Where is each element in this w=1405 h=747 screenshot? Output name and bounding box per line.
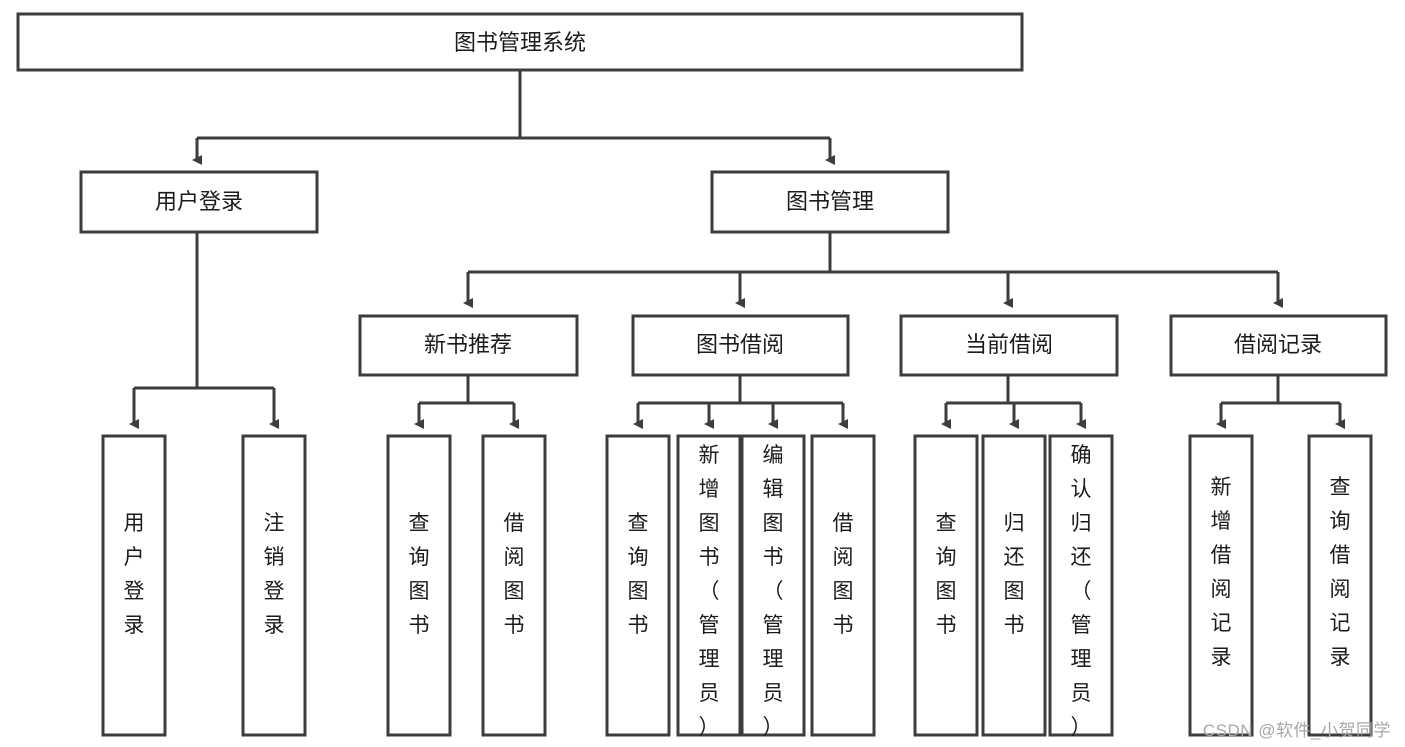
leaf-borrow-book-2-label: 借阅图书 — [833, 512, 854, 637]
node-book-borrow-label: 图书借阅 — [696, 332, 784, 357]
connector-group-new-book-recommend — [414, 375, 519, 429]
leaf-node[interactable]: 查询图书 — [386, 434, 452, 737]
leaf-node[interactable]: 借阅图书 — [810, 434, 876, 737]
node-borrow-record[interactable]: 借阅记录 — [1169, 314, 1388, 377]
leaf-query-book-3-box[interactable] — [913, 434, 979, 737]
leaf-query-book-2-label: 查询图书 — [628, 512, 649, 637]
leaf-borrow-book-1-label: 借阅图书 — [504, 512, 525, 637]
node-new-book-recommend-box[interactable] — [358, 314, 579, 377]
leaf-logout-label: 注销登录 — [264, 512, 285, 637]
node-current-borrow-label: 当前借阅 — [965, 332, 1053, 357]
watermark: CSDN @软件_小贺同学 — [1202, 721, 1391, 740]
node-current-borrow-box[interactable] — [899, 314, 1119, 377]
leaf-node[interactable]: 编辑图书（管理员） — [740, 434, 806, 739]
leaf-node[interactable]: 借阅图书 — [481, 434, 547, 737]
leaf-return-book-label: 归还图书 — [1004, 512, 1025, 637]
node-current-borrow[interactable]: 当前借阅 — [899, 314, 1119, 377]
leaf-borrow-book-2-box[interactable] — [810, 434, 876, 737]
connector-group-book-borrow — [633, 375, 848, 429]
node-root-box[interactable] — [16, 12, 1024, 72]
leaf-confirm-return-box[interactable] — [1048, 434, 1114, 737]
leaf-node[interactable]: 注销登录 — [241, 434, 307, 737]
leaf-user-login-label: 用户登录 — [124, 512, 145, 637]
leaf-query-book-2-box[interactable] — [605, 434, 671, 737]
node-user-login[interactable]: 用户登录 — [79, 170, 319, 234]
leaf-query-record-box[interactable] — [1307, 434, 1373, 737]
leaf-node[interactable]: 查询图书 — [605, 434, 671, 737]
connector-group-user-login — [129, 232, 279, 429]
leaf-node[interactable]: 用户登录 — [101, 434, 167, 737]
leaf-node[interactable]: 确认归还（管理员） — [1048, 434, 1114, 739]
node-new-book-recommend[interactable]: 新书推荐 — [358, 314, 579, 377]
leaf-logout-box[interactable] — [241, 434, 307, 737]
leaf-add-book-box[interactable] — [676, 434, 742, 737]
connector-group-book-manage — [463, 232, 1283, 308]
node-book-borrow[interactable]: 图书借阅 — [631, 314, 850, 377]
leaf-query-book-3-label: 查询图书 — [936, 512, 957, 637]
leaf-return-book-box[interactable] — [981, 434, 1047, 737]
leaf-edit-book-label: 编辑图书（管理员） — [763, 444, 784, 739]
leaf-edit-book-box[interactable] — [740, 434, 806, 737]
leaf-node[interactable]: 查询图书 — [913, 434, 979, 737]
leaf-query-record-label: 查询借阅记录 — [1330, 476, 1351, 669]
connector-group-current-borrow — [941, 375, 1086, 429]
node-borrow-record-label: 借阅记录 — [1234, 332, 1322, 357]
node-user-login-label: 用户登录 — [155, 189, 243, 214]
node-root[interactable]: 图书管理系统 — [16, 12, 1024, 72]
leaf-query-book-1-label: 查询图书 — [409, 512, 430, 637]
node-root-label: 图书管理系统 — [454, 30, 586, 55]
connector-group-root — [192, 70, 835, 165]
connector-group-borrow-record — [1216, 375, 1345, 429]
node-borrow-record-box[interactable] — [1169, 314, 1388, 377]
leaf-borrow-book-1-box[interactable] — [481, 434, 547, 737]
leaf-node[interactable]: 新增图书（管理员） — [676, 434, 742, 739]
node-book-manage[interactable]: 图书管理 — [710, 170, 950, 234]
node-new-book-recommend-label: 新书推荐 — [424, 332, 512, 357]
leaf-node[interactable]: 归还图书 — [981, 434, 1047, 737]
node-book-borrow-box[interactable] — [631, 314, 850, 377]
node-user-login-box[interactable] — [79, 170, 319, 234]
leaf-node[interactable]: 查询借阅记录 — [1307, 434, 1373, 737]
leaf-confirm-return-label: 确认归还（管理员） — [1071, 444, 1092, 739]
leaf-add-record-box[interactable] — [1188, 434, 1254, 737]
leaf-add-record-label: 新增借阅记录 — [1211, 476, 1232, 669]
leaf-add-book-label: 新增图书（管理员） — [699, 444, 720, 739]
node-book-manage-label: 图书管理 — [786, 189, 874, 214]
node-book-manage-box[interactable] — [710, 170, 950, 234]
leaf-node[interactable]: 新增借阅记录 — [1188, 434, 1254, 737]
leaf-query-book-1-box[interactable] — [386, 434, 452, 737]
leaf-user-login-box[interactable] — [101, 434, 167, 737]
